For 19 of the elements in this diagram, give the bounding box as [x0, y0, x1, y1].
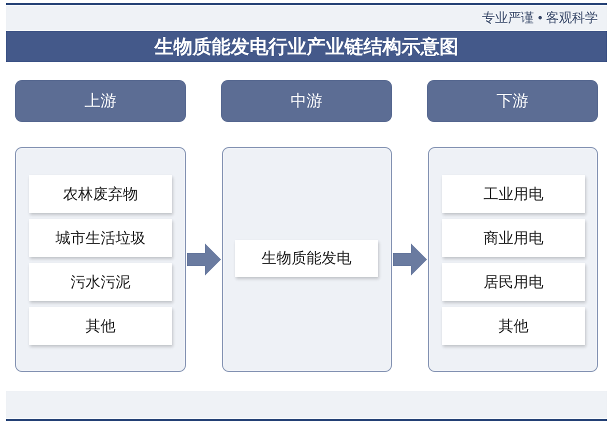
arrow: [187, 244, 221, 276]
panel-box: [428, 147, 598, 372]
item-box: 其他: [442, 307, 585, 345]
title-banner: 生物质能发电行业产业链结构示意图: [6, 31, 607, 62]
panel-box: [15, 147, 186, 372]
panel-box: [222, 147, 392, 372]
item-box: 工业用电: [442, 175, 585, 213]
stage-header: 上游: [15, 80, 186, 122]
item-box: 居民用电: [442, 263, 585, 301]
slogan-text: 专业严谨 • 客观科学: [481, 9, 598, 27]
item-box: 污水污泥: [29, 263, 172, 301]
item-box: 生物质能发电: [235, 240, 378, 277]
item-box: 城市生活垃圾: [29, 219, 172, 257]
stage-header: 下游: [427, 80, 598, 122]
item-box: 农林废弃物: [29, 175, 172, 213]
stage-header: 中游: [221, 80, 392, 122]
item-box: 商业用电: [442, 219, 585, 257]
item-box: 其他: [29, 307, 172, 345]
arrow: [393, 244, 427, 276]
